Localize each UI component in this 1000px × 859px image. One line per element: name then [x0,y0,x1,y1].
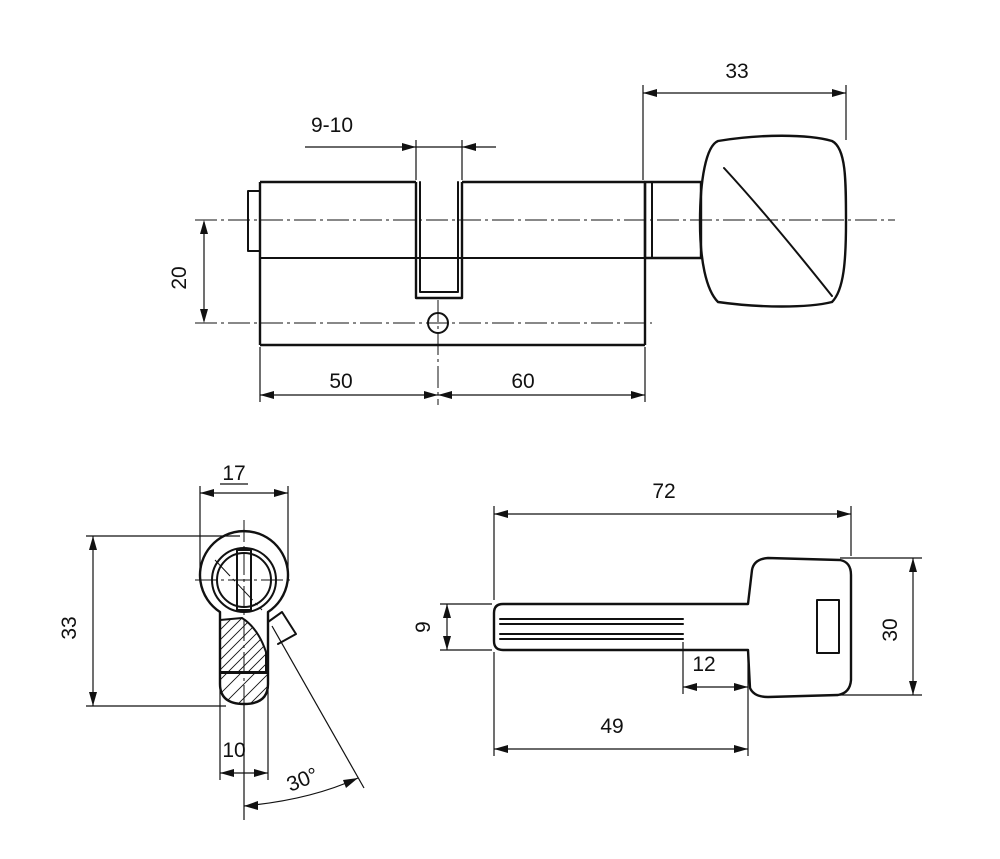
dim-label-shoulder: 12 [692,653,715,676]
dim-lengths [259,347,646,402]
cylinder-end-view: 17 33 10 30° [58,462,365,820]
cam-tip [267,611,297,645]
dim-label-lower-width: 10 [222,739,245,762]
cam-slot [414,181,464,300]
dim-cam-angle [243,625,365,820]
thumb-turn-knob [698,134,848,308]
dim-label-end-width: 17 [222,462,245,485]
dim-label-right-length: 60 [511,370,534,393]
dim-blade-height [440,603,492,651]
key-view: 72 9 30 12 [412,480,922,756]
dim-key-length [493,506,852,600]
dim-label-height: 20 [168,266,191,289]
cylinder-side-view: 33 9-10 20 50 60 [168,60,895,405]
dim-label-left-length: 50 [329,370,352,393]
dim-cam-slot [305,140,496,180]
dim-label-head-height: 30 [879,618,902,641]
dim-label-cam-angle: 30° [284,763,322,796]
dim-shoulder [682,642,749,694]
dim-label-blade-length: 49 [600,715,623,738]
dim-label-cam-slot: 9-10 [311,114,353,137]
cam-section [219,617,267,673]
plug-face [247,190,261,252]
dim-label-knob-width: 33 [725,60,748,83]
dim-head-height [840,557,922,696]
screw-hole [427,312,449,334]
dim-label-end-height: 33 [58,616,81,639]
key-head-slot [816,599,840,654]
lower-plug-section [219,672,269,704]
dim-end-height [86,535,240,707]
dim-knob-width [642,85,847,180]
dim-end-width [199,483,289,576]
dim-label-blade-height: 9 [412,621,435,633]
key-outline [492,556,853,699]
dim-height [200,220,208,323]
dim-blade-length [493,652,749,756]
cylinder-body [258,180,647,347]
dim-label-key-length: 72 [652,480,675,503]
